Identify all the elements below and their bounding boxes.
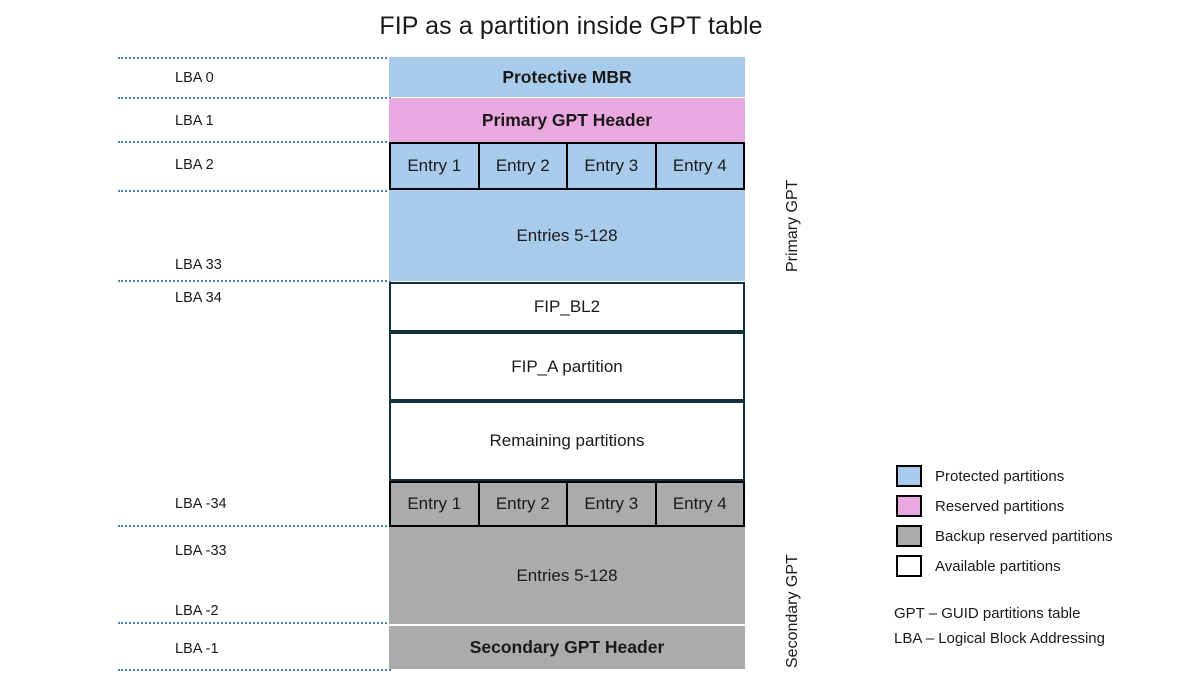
secondary-gpt-label: Secondary GPT (784, 554, 801, 668)
gpt-entry-cell: Entry 4 (656, 483, 743, 525)
lba-label: LBA 2 (175, 157, 214, 173)
legend-color-swatch (896, 495, 922, 517)
legend-color-swatch (896, 525, 922, 547)
abbreviation-line: LBA – Logical Block Addressing (894, 630, 1105, 647)
gpt-entry-cell: Entry 4 (656, 144, 743, 188)
gpt-entry-cell: Entry 2 (479, 483, 568, 525)
lba-guide-line (118, 280, 391, 282)
remaining-partitions: Remaining partitions (389, 401, 745, 481)
lba-label: LBA -1 (175, 641, 219, 657)
lba-guide-line (118, 525, 391, 527)
legend-label: Protected partitions (935, 467, 1065, 485)
lba-label: LBA 0 (175, 70, 214, 86)
lba-guide-line (118, 57, 391, 59)
gpt-entry-cell: Entry 1 (391, 483, 480, 525)
gpt-entry-cell: Entry 3 (568, 144, 657, 188)
lba-label: LBA -34 (175, 496, 227, 512)
primary-entries-5-128: Entries 5-128 (389, 190, 745, 281)
lba-label: LBA 34 (175, 290, 222, 306)
legend-item: Protected partitions (896, 461, 1166, 491)
legend-item: Backup reserved partitions (896, 521, 1166, 551)
lba-guide-line (118, 97, 391, 99)
legend-color-swatch (896, 555, 922, 577)
secondary-gpt-header: Secondary GPT Header (389, 626, 745, 669)
gpt-entry-cell: Entry 3 (568, 483, 657, 525)
lba-guide-line (118, 190, 391, 192)
primary-gpt-label: Primary GPT (784, 179, 801, 272)
legend-label: Available partitions (935, 557, 1061, 575)
primary-gpt-header: Primary GPT Header (389, 98, 745, 142)
legend-item: Available partitions (896, 551, 1166, 581)
legend-label: Reserved partitions (935, 497, 1065, 515)
gpt-entry-cell: Entry 2 (479, 144, 568, 188)
lba-label: LBA -2 (175, 603, 219, 619)
lba-guide-line (118, 622, 391, 624)
protective-mbr: Protective MBR (389, 57, 745, 97)
lba-label: LBA 33 (175, 257, 222, 273)
legend-color-swatch (896, 465, 922, 487)
page-title-text: FIP as a partition inside GPT table (379, 12, 763, 40)
lba-guide-line (118, 141, 391, 143)
legend-label: Backup reserved partitions (935, 527, 1113, 545)
secondary-entries-5-128: Entries 5-128 (389, 527, 745, 624)
lba-label: LBA -33 (175, 543, 227, 559)
legend-item: Reserved partitions (896, 491, 1166, 521)
abbreviation-line: GPT – GUID partitions table (894, 605, 1081, 622)
gpt-entry-cell: Entry 1 (391, 144, 480, 188)
fip-a-partition: FIP_A partition (389, 332, 745, 401)
fip-bl2: FIP_BL2 (389, 282, 745, 332)
page-title: FIP as a partition inside GPT table (0, 12, 1182, 41)
lba-guide-line (118, 669, 391, 671)
lba-label: LBA 1 (175, 113, 214, 129)
